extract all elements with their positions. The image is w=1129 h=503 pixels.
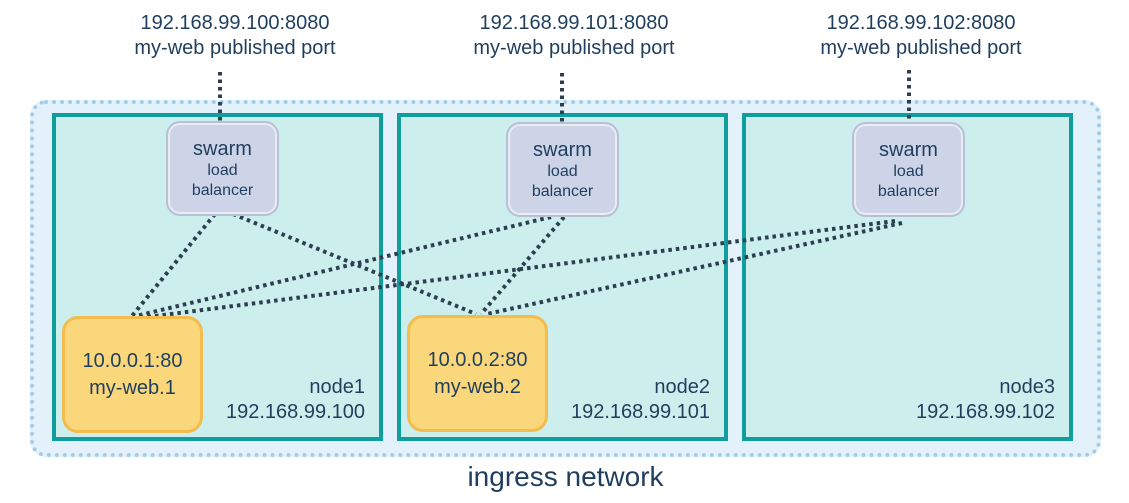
lb-label-line2: load — [547, 162, 578, 180]
node-ip: 192.168.99.100 — [225, 401, 365, 423]
lb-label-line3: balancer — [531, 182, 594, 200]
task-name: my-web.2 — [434, 375, 521, 398]
task-address: 10.0.0.2:80 — [427, 348, 528, 371]
node1-label: node1 192.168.99.100 — [226, 375, 365, 425]
node3-label: node3 192.168.99.102 — [916, 375, 1055, 425]
lb-label-line1: swarm — [193, 137, 252, 160]
lb-label-line3: balancer — [191, 181, 254, 199]
published-port-label-1: 192.168.99.100:8080 my-web published por… — [85, 11, 385, 61]
node-name: node3 — [999, 376, 1055, 398]
task-my-web-1: 10.0.0.1:80 my-web.1 — [62, 316, 203, 433]
node2-label: node2 192.168.99.101 — [571, 375, 710, 425]
published-port-address: 192.168.99.102:8080 — [826, 12, 1016, 34]
task-my-web-2: 10.0.0.2:80 my-web.2 — [407, 315, 548, 432]
swarm-load-balancer-2: swarm load balancer — [506, 122, 619, 217]
lb-label-line1: swarm — [533, 138, 592, 161]
lb-label-line2: load — [893, 162, 924, 180]
lb-label-line1: swarm — [879, 138, 938, 161]
swarm-load-balancer-1: swarm load balancer — [166, 121, 279, 216]
lb-label-line3: balancer — [877, 182, 940, 200]
ingress-network-label: ingress network — [467, 461, 664, 492]
published-port-caption: my-web published port — [473, 37, 675, 59]
published-port-address: 192.168.99.100:8080 — [140, 12, 330, 34]
node-ip: 192.168.99.102 — [915, 401, 1055, 423]
task-name: my-web.1 — [89, 376, 176, 399]
node-name: node2 — [654, 376, 710, 398]
published-port-address: 192.168.99.101:8080 — [479, 12, 669, 34]
node-name: node1 — [309, 376, 365, 398]
task-address: 10.0.0.1:80 — [82, 349, 183, 372]
node-ip: 192.168.99.101 — [570, 401, 710, 423]
published-port-label-2: 192.168.99.101:8080 my-web published por… — [424, 11, 724, 61]
published-port-label-3: 192.168.99.102:8080 my-web published por… — [771, 11, 1071, 61]
lb-label-line2: load — [207, 161, 238, 179]
published-port-caption: my-web published port — [134, 37, 336, 59]
published-port-caption: my-web published port — [820, 37, 1022, 59]
swarm-load-balancer-3: swarm load balancer — [852, 122, 965, 217]
